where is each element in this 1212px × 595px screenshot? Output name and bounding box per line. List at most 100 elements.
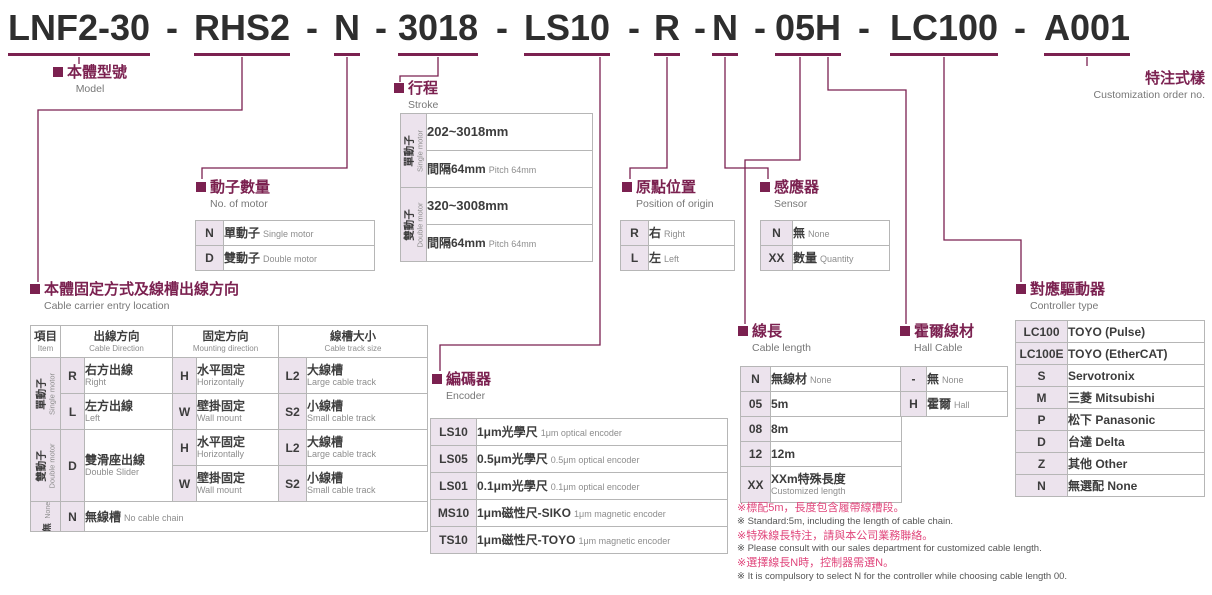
label-zh: 1μm光學尺	[477, 425, 538, 439]
header-zh: 線槽大小	[330, 330, 376, 343]
customization-title: 特注式樣	[1144, 70, 1205, 87]
motor-count-title: 動子數量	[210, 179, 271, 196]
section-bullet-icon	[900, 326, 910, 336]
label-text: TOYO (EtherCAT)	[1068, 346, 1168, 361]
table-row: 05 5m	[740, 391, 902, 417]
code-cell: L	[620, 245, 649, 271]
label-zh: 水平固定	[197, 363, 246, 377]
label-zh: 大線槽	[307, 363, 344, 377]
section-bullet-icon	[738, 326, 748, 336]
model-segment-body: LNF2-30	[8, 6, 151, 57]
footnote-en: ※ Please consult with our sales departme…	[737, 543, 1042, 554]
code-cell: R	[60, 357, 85, 394]
code-cell: L2	[278, 429, 308, 466]
carrier-subtitle: Cable carrier entry location	[44, 300, 170, 312]
label-text: 其他 Other	[1068, 456, 1128, 471]
label-zh: 壁掛固定	[197, 471, 246, 485]
label-en: Wall mount	[197, 413, 242, 423]
label-zh: 1μm磁性尺-SIKO	[477, 506, 572, 520]
origin-subtitle: Position of origin	[636, 198, 714, 210]
code-cell: LS01	[430, 472, 477, 500]
section-bullet-icon	[196, 182, 206, 192]
label-text: TOYO (Pulse)	[1068, 324, 1146, 339]
label-en: 1μm optical encoder	[540, 428, 622, 438]
code-cell: 12	[740, 441, 771, 467]
header-zh: 固定方向	[202, 330, 249, 343]
model-segment-carrier: RHS2	[194, 6, 291, 57]
label-cell: 8m	[770, 416, 902, 442]
table-row: M 三菱 Mitsubishi	[1015, 386, 1205, 409]
model-separator: -	[496, 7, 508, 48]
code-cell: W	[172, 393, 198, 430]
label-zh: 無線槽	[85, 509, 122, 524]
label-en: None	[44, 501, 52, 519]
table-row: LC100 TOYO (Pulse)	[1015, 320, 1205, 343]
label-en: Double Slider	[85, 467, 140, 477]
label-zh: 左	[649, 251, 662, 265]
code-cell: LS10	[430, 418, 477, 446]
stroke-title: 行程	[408, 80, 439, 97]
controller-table: LC100 TOYO (Pulse) LC100E TOYO (EtherCAT…	[1015, 320, 1205, 497]
label-en: Double motor	[415, 201, 424, 248]
code-cell: P	[1015, 408, 1068, 431]
controller-heading: 對應驅動器 Controller type	[1016, 281, 1105, 313]
label-text: 台達 Delta	[1068, 434, 1125, 449]
carrier-table: 項目 Item 出線方向 Cable Direction 固定方向 Mounti…	[30, 325, 428, 532]
code-cell: H	[172, 429, 198, 466]
label-en: Pitch 64mm	[488, 239, 537, 249]
label-en: None	[942, 375, 964, 385]
table-row: 12 12m	[740, 441, 902, 467]
stroke-heading: 行程 Stroke	[394, 80, 438, 112]
footnotes: ※標配5m，長度包含履帶線槽段。 ※ Standard:5m, includin…	[737, 502, 1209, 585]
label-zh: 8m	[771, 422, 789, 436]
code-cell: N	[1015, 474, 1068, 497]
hall-heading: 霍爾線材 Hall Cable	[900, 323, 974, 355]
model-separator: -	[628, 7, 640, 48]
label-cell: TOYO (Pulse)	[1067, 320, 1205, 343]
label-en: 0.5μm optical encoder	[550, 455, 640, 465]
footnote-en: ※ Standard:5m, including the length of c…	[737, 515, 954, 527]
label-zh: 壁掛固定	[197, 399, 246, 413]
label-cell: 其他 Other	[1067, 452, 1205, 475]
code-cell: S2	[278, 465, 308, 502]
header-mounting-direction: 固定方向 Mounting direction	[172, 325, 280, 358]
hall-title: 霍爾線材	[914, 323, 975, 340]
label-en: Customized length	[771, 486, 846, 496]
cable-length-heading: 線長 Cable length	[738, 323, 811, 355]
section-bullet-icon	[30, 284, 40, 294]
section-bullet-icon	[1016, 284, 1026, 294]
controller-subtitle: Controller type	[1030, 300, 1099, 312]
header-en: Mounting direction	[192, 343, 259, 353]
origin-title: 原點位置	[636, 179, 697, 196]
carrier-heading: 本體固定方式及線槽出線方向 Cable carrier entry locati…	[30, 281, 239, 313]
label-zh: 雙滑座出線	[85, 453, 146, 467]
label-zh: 雙動子	[35, 449, 47, 482]
footnote-zh: ※選擇線長N時，控制器需選N。	[737, 557, 895, 569]
header-en: Cable Direction	[89, 343, 144, 353]
code-cell: 08	[740, 416, 771, 442]
code-cell: S	[1015, 364, 1068, 387]
label-en: Horizontally	[197, 377, 245, 387]
